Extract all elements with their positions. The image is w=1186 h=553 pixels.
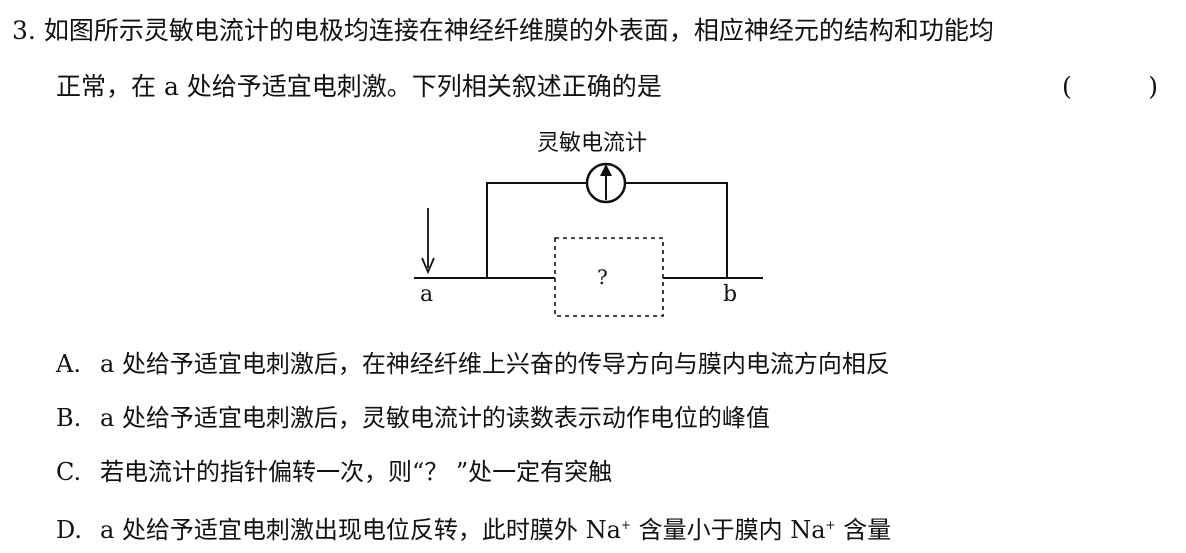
option-d[interactable]: D.a 处给予适宜电刺激出现电位反转，此时膜外 Na+ 含量小于膜内 Na+ 含… <box>56 510 891 545</box>
option-a-text: a 处给予适宜电刺激后，在神经纤维上兴奋的传导方向与膜内电流方向相反 <box>100 350 890 378</box>
meter-wire-right <box>625 182 728 278</box>
option-d-sup-1: + <box>620 518 631 532</box>
option-d-text-2: 含量小于膜内 Na <box>630 516 826 544</box>
meter-wire-left <box>486 182 587 278</box>
point-b-label: b <box>723 282 738 307</box>
point-a-label: a <box>420 282 434 307</box>
question-line-2: 正常，在 a 处给予适宜电刺激。下列相关叙述正确的是 <box>56 72 662 102</box>
option-c-text: 若电流计的指针偏转一次，则“？ ”处一定有突触 <box>100 458 613 486</box>
needle-arrowhead <box>600 164 612 176</box>
question-line-1: 3. 如图所示灵敏电流计的电极均连接在神经纤维膜的外表面，相应神经元的结构和功能… <box>12 16 994 46</box>
option-b-letter: B. <box>56 404 82 432</box>
option-b[interactable]: B. a 处给予适宜电刺激后，灵敏电流计的读数表示动作电位的峰值 <box>56 403 770 433</box>
meter-label: 灵敏电流计 <box>537 131 648 156</box>
option-c[interactable]: C. 若电流计的指针偏转一次，则“？ ”处一定有突触 <box>56 457 612 487</box>
option-a[interactable]: A. a 处给予适宜电刺激后，在神经纤维上兴奋的传导方向与膜内电流方向相反 <box>56 349 890 379</box>
option-d-text-3: 含量 <box>835 516 892 544</box>
option-d-letter: D. <box>56 516 83 544</box>
question-number: 3. <box>12 16 36 45</box>
answer-bracket[interactable]: ( ) <box>1062 72 1158 102</box>
question-stem-line-1: 如图所示灵敏电流计的电极均连接在神经纤维膜的外表面，相应神经元的结构和功能均 <box>43 16 994 45</box>
stimulus-arrowhead <box>421 257 435 275</box>
option-a-letter: A. <box>56 350 81 378</box>
option-d-sup-2: + <box>825 518 836 532</box>
unknown-region-box <box>554 237 664 317</box>
bracket-close: ) <box>1148 72 1158 101</box>
option-d-text-1: a 处给予适宜电刺激出现电位反转，此时膜外 Na <box>100 516 621 544</box>
question-stem-line-2: 正常，在 a 处给予适宜电刺激。下列相关叙述正确的是 <box>56 72 662 101</box>
unknown-region-label: ? <box>597 265 608 289</box>
option-c-letter: C. <box>56 458 82 486</box>
bracket-open: ( <box>1062 72 1072 101</box>
option-b-text: a 处给予适宜电刺激后，灵敏电流计的读数表示动作电位的峰值 <box>100 404 770 432</box>
